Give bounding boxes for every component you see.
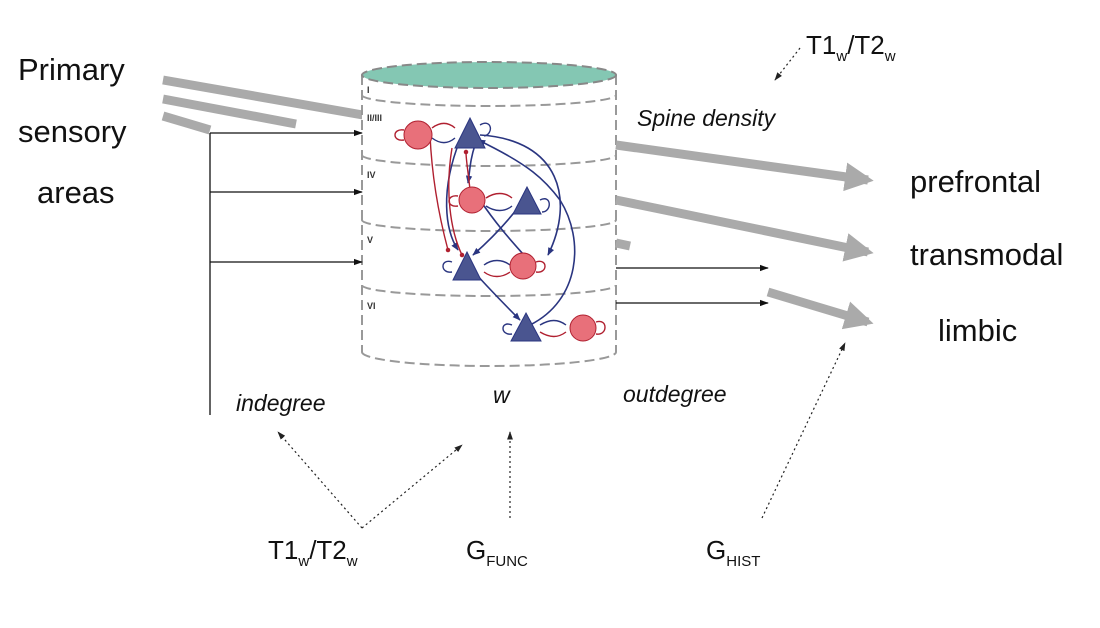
inhibitory-neuron-l6 [569,314,597,342]
source-label-sensory: sensory [18,114,127,149]
excitatory-neuron-l6 [510,311,542,342]
g-hist-label: GHIST [706,535,760,570]
incoming-streams [161,75,381,135]
layer-label-v: V [367,235,373,245]
excitatory-neuron-l4 [512,185,542,215]
excitatory-neuron-l5 [452,250,482,281]
target-label-transmodal: transmodal [910,237,1063,272]
g-func-label: GFUNC [466,535,528,570]
dotted-relations [277,47,846,529]
layer-label-ii-iii: II/III [367,113,382,123]
source-label-areas: areas [37,175,115,210]
target-label-prefrontal: prefrontal [910,164,1041,199]
layer-label-vi: VI [367,301,376,311]
w-label: w [493,382,511,408]
source-label-primary: Primary [18,52,125,87]
microcircuit [394,116,606,342]
layer-label-i: I [367,85,370,95]
outdegree-label: outdegree [623,381,727,407]
outgoing-streams [615,140,874,330]
inhibitory-neuron-l23 [403,120,433,150]
indegree-inputs [209,129,363,415]
target-label-limbic: limbic [938,313,1017,348]
excitatory-neuron-l23 [454,116,486,149]
cylinder-top [361,61,617,89]
outdegree-outputs [616,264,769,307]
indegree-label: indegree [236,390,326,416]
inhibitory-neuron-l4 [458,186,486,214]
spine-density-label: Spine density [637,105,777,131]
cortical-column-cylinder [361,61,617,367]
t1t2-label-bottom: T1w/T2w [268,535,358,570]
t1t2-label-top: T1w/T2w [806,30,896,65]
layer-label-iv: IV [367,170,376,180]
inhibitory-neuron-l5 [509,252,537,280]
